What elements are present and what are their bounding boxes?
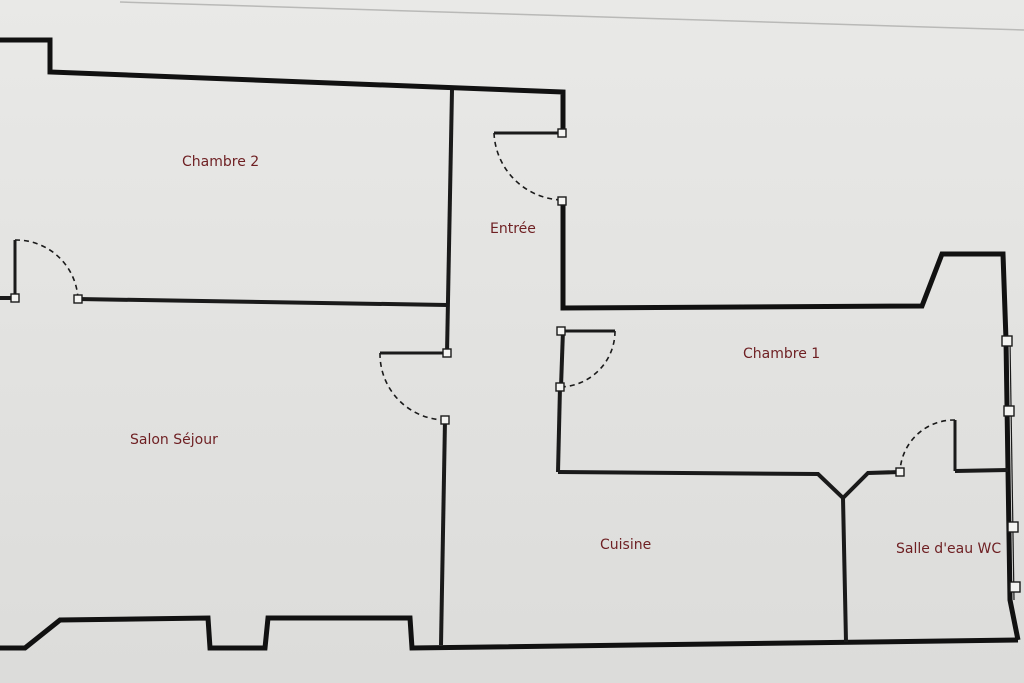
outer-wall-right xyxy=(560,200,1021,641)
wall-chambre1-bottom xyxy=(557,470,901,501)
wall-cuisine-right xyxy=(841,497,848,643)
room-label-chambre-1: Chambre 1 xyxy=(743,346,820,362)
outer-wall-bottom xyxy=(0,615,1019,651)
wall-chambre2-bottom xyxy=(77,297,448,307)
wall-salle-eau-top xyxy=(954,468,1009,473)
room-label-salon-sejour: Salon Séjour xyxy=(130,432,218,448)
hinge-marker xyxy=(557,196,567,206)
chambre2-door-swing xyxy=(14,239,79,300)
hinge-marker xyxy=(557,128,567,138)
wall-entree-left-lower xyxy=(439,419,447,646)
entree-door-swing xyxy=(493,132,564,201)
room-label-salle-eau-wc: Salle d'eau WC xyxy=(896,541,1001,557)
hinge-marker xyxy=(440,415,450,425)
hinge-marker xyxy=(895,467,905,477)
window-frame-right xyxy=(1009,339,1015,601)
window-marker xyxy=(1009,581,1021,593)
room-label-entree: Entrée xyxy=(490,221,536,237)
salon-door-swing xyxy=(379,352,446,421)
hinge-marker xyxy=(556,326,566,336)
room-label-chambre-2: Chambre 2 xyxy=(182,154,259,170)
window-marker xyxy=(1007,521,1019,533)
window-marker xyxy=(1001,335,1013,347)
hinge-marker xyxy=(10,293,20,303)
outer-wall-top xyxy=(0,37,566,133)
room-label-cuisine: Cuisine xyxy=(600,537,651,553)
wall-entree-left-upper xyxy=(445,89,454,354)
salle-eau-door-swing xyxy=(899,419,956,473)
window-marker xyxy=(1003,405,1015,417)
paper-edge xyxy=(119,1,1024,31)
hinge-marker xyxy=(555,382,565,392)
hinge-marker xyxy=(442,348,452,358)
chambre1-door-swing xyxy=(559,330,616,388)
hinge-marker xyxy=(73,294,83,304)
wall-chambre1-left xyxy=(556,386,562,473)
wall-chambre1-door-jamb xyxy=(559,329,565,388)
